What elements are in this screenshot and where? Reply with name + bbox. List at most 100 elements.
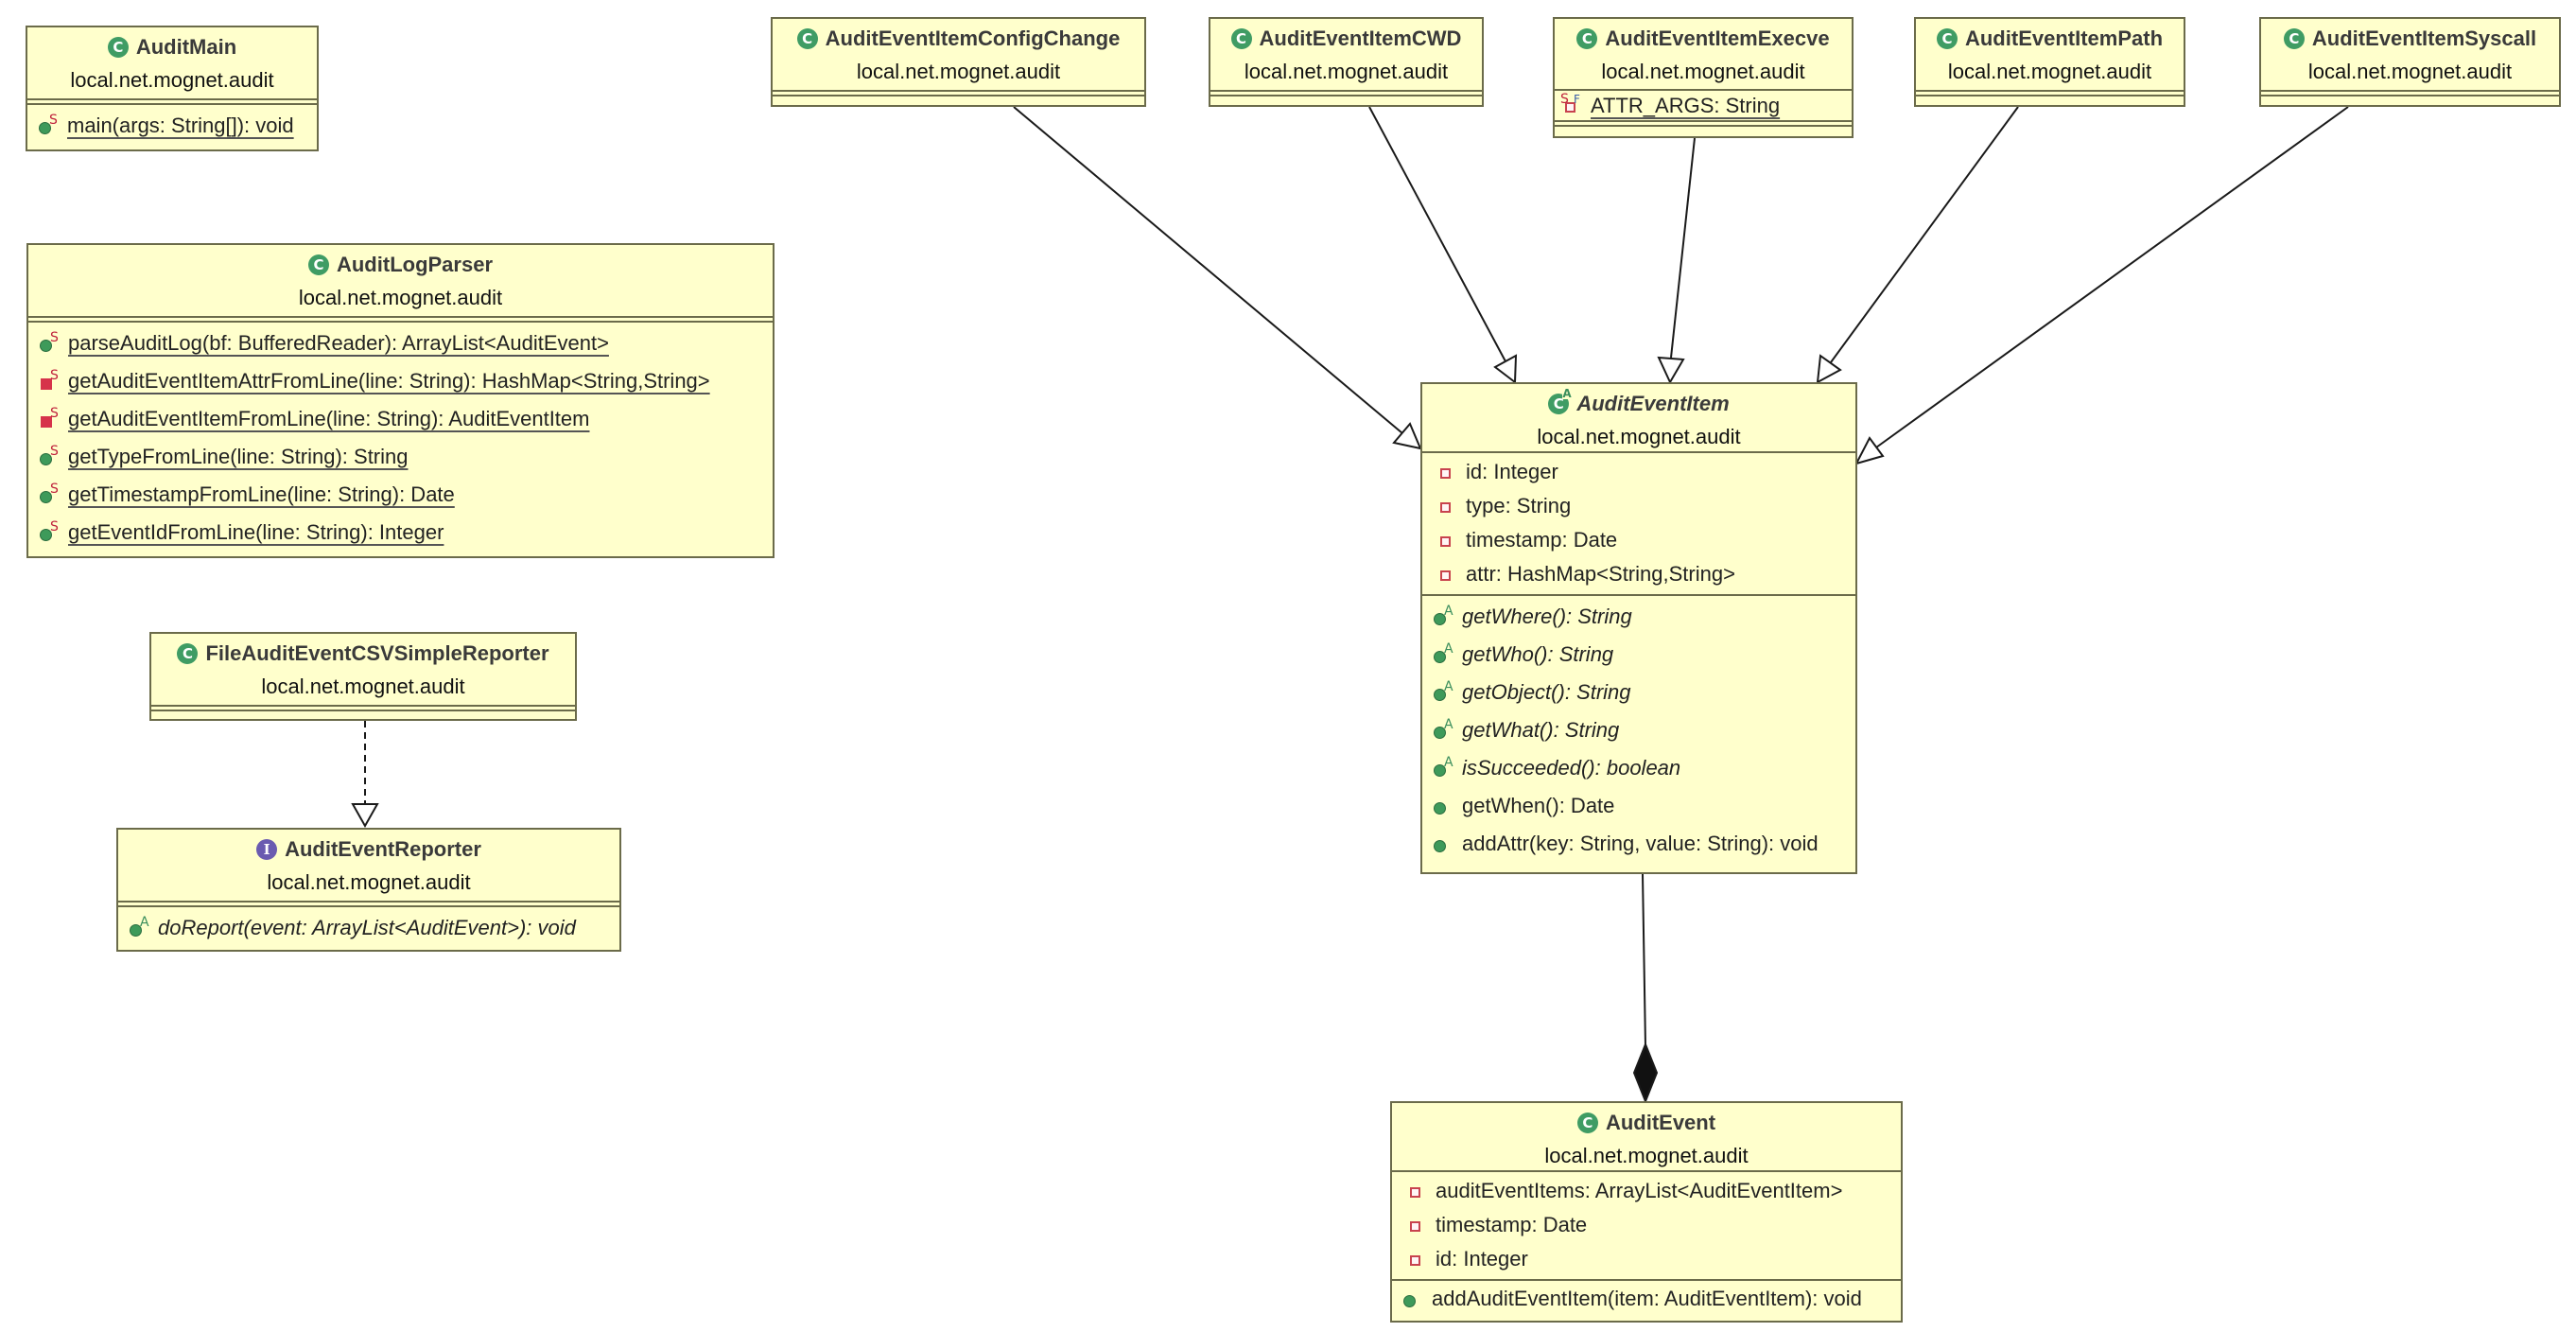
- class-name: AuditEventItemPath: [1964, 26, 2164, 50]
- public-method-icon: [1432, 796, 1453, 816]
- attribute-row[interactable]: timestamp: Date: [1392, 1208, 1901, 1242]
- attribute-row[interactable]: type: String: [1422, 489, 1855, 523]
- private-field-icon: [1436, 462, 1456, 482]
- package-name: local.net.mognet.audit: [1601, 60, 1805, 83]
- private-field-icon: [1436, 496, 1456, 517]
- class-name: FileAuditEventCSVSimpleReporter: [205, 641, 549, 665]
- package-name: local.net.mognet.audit: [2307, 60, 2513, 83]
- public-static-method-icon: S: [37, 114, 58, 136]
- private-field-icon: [1405, 1215, 1426, 1236]
- public-static-method-icon: S: [38, 482, 59, 505]
- package-name: local.net.mognet.audit: [267, 870, 471, 894]
- class-audit-event-item-config-change[interactable]: C AuditEventItemConfigChange local.net.mo…: [771, 17, 1146, 107]
- edge-cwd-arrowhead: [1493, 354, 1518, 384]
- attribute-row[interactable]: timestamp: Date: [1422, 523, 1855, 557]
- public-abstract-method-icon: A: [1432, 642, 1453, 665]
- class-audit-log-parser[interactable]: C AuditLogParser local.net.mognet.audit S…: [26, 243, 775, 558]
- attribute-row[interactable]: id: Integer: [1422, 455, 1855, 489]
- class-icon: C: [2283, 28, 2305, 49]
- private-field-icon: [1405, 1181, 1426, 1201]
- class-icon: C: [107, 37, 129, 58]
- public-method-icon: [1401, 1288, 1422, 1309]
- class-icon: C: [1576, 1113, 1598, 1133]
- edge-composition: [1642, 873, 1646, 1047]
- package-name: local.net.mognet.audit: [261, 675, 465, 698]
- attribute-row[interactable]: id: Integer: [1392, 1242, 1901, 1276]
- package-name: local.net.mognet.audit: [1244, 60, 1449, 83]
- private-field-icon: [1436, 530, 1456, 551]
- class-name: AuditEventItem: [1576, 392, 1730, 415]
- edge-reporter-arrowhead: [351, 803, 379, 829]
- public-abstract-method-icon: A: [1432, 680, 1453, 703]
- method-row[interactable]: addAuditEventItem(item: AuditEventItem):…: [1392, 1281, 1901, 1317]
- class-audit-event[interactable]: C AuditEvent local.net.mognet.audit audit…: [1390, 1101, 1903, 1323]
- public-abstract-method-icon: A: [1432, 756, 1453, 779]
- class-name: AuditLogParser: [336, 253, 494, 276]
- package-name: local.net.mognet.audit: [70, 68, 274, 92]
- public-static-method-icon: S: [38, 331, 59, 354]
- class-audit-event-item-cwd[interactable]: C AuditEventItemCWD local.net.mognet.audi…: [1209, 17, 1484, 107]
- class-audit-event-item-execve[interactable]: C AuditEventItemExecve local.net.mognet.a…: [1553, 17, 1854, 138]
- class-icon: C: [796, 28, 818, 49]
- class-name: AuditMain: [135, 35, 237, 59]
- edge-configchange-arrowhead: [1392, 422, 1422, 450]
- class-name: AuditEventItemCWD: [1259, 26, 1462, 50]
- class-name: AuditEvent: [1605, 1111, 1716, 1134]
- class-name: AuditEventItemExecve: [1605, 26, 1830, 50]
- package-name: local.net.mognet.audit: [298, 286, 503, 309]
- edge-syscall-arrowhead: [1854, 436, 1885, 465]
- class-name: AuditEventItemSyscall: [2311, 26, 2537, 50]
- attribute-row[interactable]: attr: HashMap<String,String>: [1422, 557, 1855, 591]
- edge-path-to-item: [1830, 106, 2019, 363]
- class-audit-event-item-syscall[interactable]: C AuditEventItemSyscall local.net.mognet.…: [2259, 17, 2561, 107]
- edge-cwd-to-item: [1368, 106, 1506, 362]
- package-name: local.net.mognet.audit: [1537, 425, 1741, 448]
- public-static-method-icon: S: [38, 520, 59, 543]
- public-method-icon: [1432, 833, 1453, 854]
- edge-composition-diamond: [1632, 1042, 1659, 1104]
- package-name: local.net.mognet.audit: [1544, 1144, 1749, 1167]
- class-icon: C: [1576, 28, 1598, 49]
- private-field-icon: [1405, 1249, 1426, 1270]
- private-static-method-icon: S: [38, 407, 59, 429]
- edge-syscall-to-item: [1875, 106, 2349, 448]
- method-row[interactable]: addAttr(key: String, value: String): voi…: [1422, 825, 1855, 863]
- class-name: AuditEventReporter: [285, 837, 481, 861]
- public-static-method-icon: S: [38, 445, 59, 467]
- method-row[interactable]: getWhen(): Date: [1422, 787, 1855, 825]
- package-name: local.net.mognet.audit: [1947, 60, 2152, 83]
- class-icon: C: [1230, 28, 1252, 49]
- public-abstract-method-icon: A: [1432, 605, 1453, 627]
- package-name: local.net.mognet.audit: [856, 60, 1061, 83]
- edge-execve-to-item: [1670, 137, 1696, 359]
- edge-path-arrowhead: [1816, 354, 1842, 384]
- class-name: AuditEventItemConfigChange: [825, 26, 1121, 50]
- edge-configchange-to-item: [1013, 106, 1403, 434]
- class-icon: C: [307, 254, 329, 275]
- private-field-icon: [1436, 564, 1456, 585]
- attribute-row[interactable]: auditEventItems: ArrayList<AuditEventIte…: [1392, 1174, 1901, 1208]
